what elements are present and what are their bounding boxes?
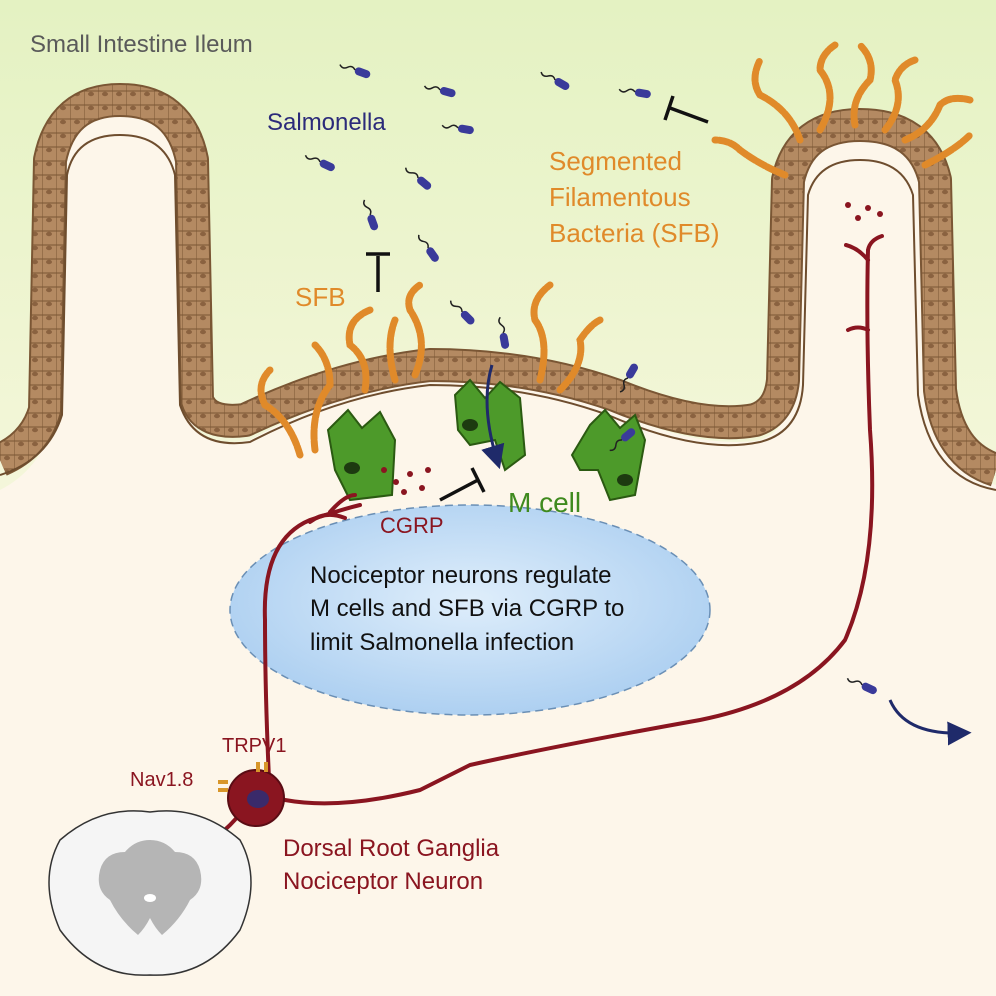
- label-salmonella: Salmonella: [267, 109, 386, 136]
- page-title: Small Intestine Ileum: [30, 31, 253, 58]
- bacterium-icon: [417, 234, 439, 262]
- label-nav18: Nav1.8: [130, 769, 193, 791]
- label-trpv1: TRPV1: [222, 735, 286, 757]
- label-sfb-line3: Bacteria (SFB): [549, 218, 720, 248]
- bacterium-icon: [540, 71, 570, 90]
- inhibition-icon: [439, 467, 486, 502]
- bacterium-icon: [498, 316, 510, 349]
- bacterium-icon: [339, 64, 371, 79]
- label-drg-line1: Dorsal Root Ganglia: [283, 835, 500, 862]
- inhibition-icon: [663, 95, 709, 124]
- m-cell: [326, 408, 397, 502]
- bacterium-icon: [423, 85, 456, 98]
- label-drg-line2: Nociceptor Neuron: [283, 868, 483, 895]
- bacterium-icon: [363, 199, 379, 231]
- summary-line2: M cells and SFB via CGRP to: [310, 595, 624, 622]
- summary-line3: limit Salmonella infection: [310, 629, 574, 656]
- arrow-icon: [481, 364, 505, 470]
- bacterium-icon: [609, 428, 636, 452]
- label-cgrp: CGRP: [380, 513, 444, 538]
- neuron-soma-icon: [218, 762, 285, 827]
- bacterium-icon: [441, 124, 474, 135]
- sfb-filaments: [257, 41, 974, 459]
- lymphoid-follicle: [229, 504, 711, 716]
- bacterium-icon: [618, 88, 651, 99]
- cgrp-dots: [381, 202, 883, 495]
- label-sfb-line1: Segmented: [549, 146, 682, 176]
- epithelium-inner: [0, 133, 996, 491]
- spinal-cord-icon: [48, 810, 252, 976]
- bacterium-icon: [619, 363, 638, 393]
- label-sfb-line2: Filamentous: [549, 182, 691, 212]
- summary-line1: Nociceptor neurons regulate: [310, 562, 612, 589]
- epithelium-cells: [0, 85, 996, 485]
- label-m-cell: M cell: [508, 487, 581, 518]
- arrow-icon: [888, 699, 972, 746]
- label-sfb-short: SFB: [295, 282, 346, 312]
- bacterium-icon: [449, 300, 475, 325]
- salmonella-bacteria: [304, 64, 877, 695]
- bacterium-icon: [404, 167, 432, 190]
- bacterium-icon: [304, 154, 335, 172]
- inhibition-icon: [366, 252, 390, 292]
- bacterium-icon: [846, 677, 877, 695]
